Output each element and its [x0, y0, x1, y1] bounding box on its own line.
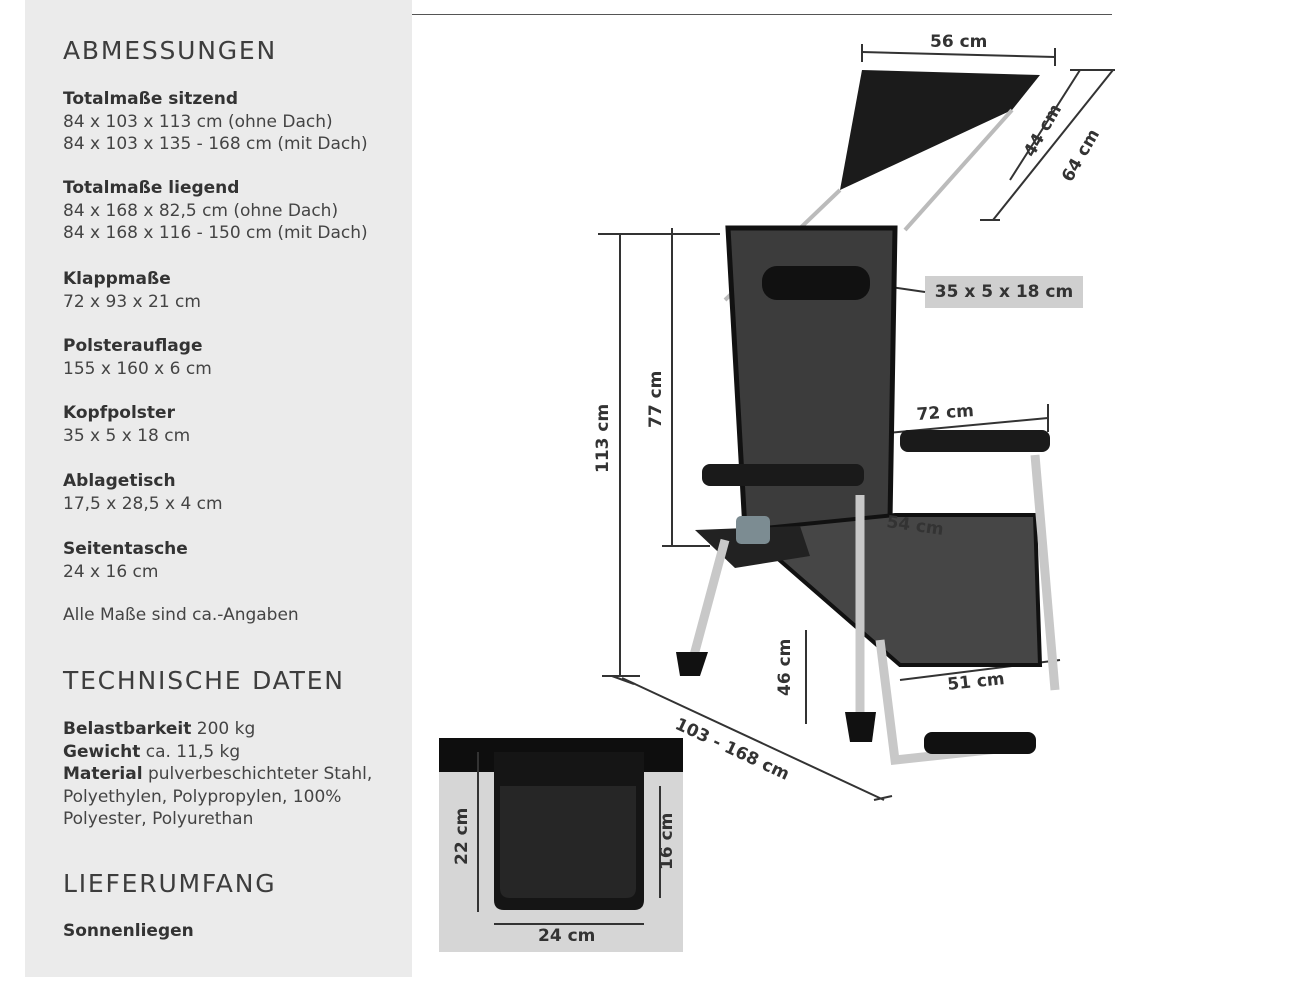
spec-value: 84 x 103 x 135 - 168 cm (mit Dach): [63, 134, 368, 154]
frame-legs: [685, 454, 1060, 765]
delivery-heading: LIEFERUMFANG: [63, 869, 277, 898]
left-armrest: [702, 464, 864, 486]
side-table: [695, 526, 810, 568]
label-seat-height: 46 cm: [775, 639, 795, 696]
load-label: Belastbarkeit: [63, 719, 192, 739]
spec-total-lying: Totalmaße liegend 84 x 168 x 82,5 cm (oh…: [63, 177, 368, 245]
spec-folded: Klappmaße 72 x 93 x 21 cm: [63, 268, 201, 313]
load-value: 200 kg: [196, 719, 256, 739]
spec-cushion: Polsterauflage 155 x 160 x 6 cm: [63, 335, 212, 380]
label-arm-width: 72 cm: [916, 401, 975, 425]
material-label: Material: [63, 764, 143, 784]
label-total-height: 113 cm: [593, 404, 613, 473]
spec-value: 24 x 16 cm: [63, 561, 159, 582]
dimensions-heading: ABMESSUNGEN: [63, 36, 278, 65]
spec-value: 84 x 168 x 82,5 cm (ohne Dach): [63, 200, 339, 221]
spec-title: Totalmaße sitzend: [63, 89, 239, 109]
pillow-dimension-label: 35 x 5 x 18 cm: [925, 276, 1083, 308]
seat-mesh: [740, 513, 1043, 667]
canopy-shape: [840, 70, 1040, 190]
label-back-height: 77 cm: [646, 371, 666, 428]
spec-title: Klappmaße: [63, 269, 171, 289]
tech-data: Belastbarkeit 200 kg Gewicht ca. 11,5 kg…: [63, 718, 393, 831]
spec-side-pocket: Seitentasche 24 x 16 cm: [63, 538, 188, 583]
material-value: pulverbeschichteter Stahl, Polyethylen, …: [63, 764, 373, 829]
spec-value: 84 x 103 x 113 cm (ohne Dach): [63, 111, 333, 132]
weight-value: ca. 11,5 kg: [145, 741, 241, 762]
right-armrest: [900, 430, 1050, 452]
label-canopy-depth-a: 44 cm: [1020, 101, 1066, 161]
spec-title: Polsterauflage: [63, 336, 203, 356]
spec-value: 155 x 160 x 6 cm: [63, 358, 212, 379]
pocket-inner: [500, 786, 636, 898]
label-pocket-inner-height: 16 cm: [657, 813, 677, 870]
label-pocket-width: 24 cm: [538, 926, 595, 946]
spec-value: 35 x 5 x 18 cm: [63, 425, 191, 446]
spec-title: Kopfpolster: [63, 403, 175, 423]
approximate-note: Alle Maße sind ca.-Angaben: [63, 605, 299, 625]
top-rule-right: [412, 14, 1112, 15]
spec-side-table: Ablagetisch 17,5 x 28,5 x 4 cm: [63, 470, 223, 515]
label-canopy-depth-b: 64 cm: [1058, 126, 1104, 186]
foot-cap: [845, 712, 876, 742]
label-canopy-width: 56 cm: [930, 32, 987, 52]
spec-title: Totalmaße liegend: [63, 178, 240, 198]
chair-illustration: [676, 70, 1060, 765]
spec-headrest: Kopfpolster 35 x 5 x 18 cm: [63, 402, 190, 447]
spec-panel: ABMESSUNGEN Totalmaße sitzend 84 x 103 x…: [25, 0, 412, 977]
head-pillow: [762, 266, 870, 300]
canopy-arm: [903, 108, 1014, 232]
cup: [736, 516, 770, 544]
delivery-item: Sonnenliegen: [63, 921, 194, 941]
spec-value: 84 x 168 x 116 - 150 cm (mit Dach): [63, 223, 368, 243]
spec-total-sitting: Totalmaße sitzend 84 x 103 x 113 cm (ohn…: [63, 88, 368, 156]
weight-label: Gewicht: [63, 741, 141, 762]
spec-title: Seitentasche: [63, 539, 188, 559]
tech-heading: TECHNISCHE DATEN: [63, 666, 345, 695]
label-pocket-outer-height: 22 cm: [452, 808, 472, 865]
foot-cap: [676, 652, 708, 676]
footrest-bar: [924, 732, 1036, 754]
pocket-illustration: [439, 738, 683, 925]
spec-title: Ablagetisch: [63, 471, 176, 491]
spec-value: 17,5 x 28,5 x 4 cm: [63, 493, 223, 514]
spec-value: 72 x 93 x 21 cm: [63, 291, 201, 312]
